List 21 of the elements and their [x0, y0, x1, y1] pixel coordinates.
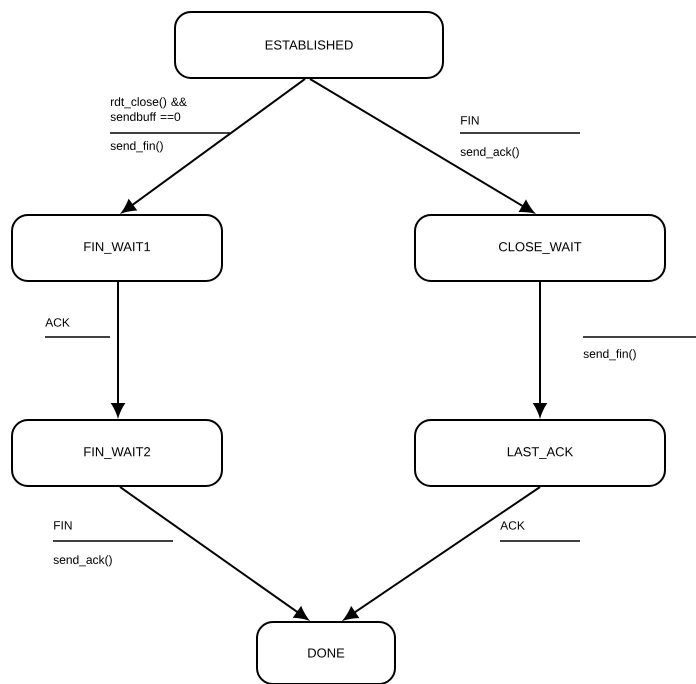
action-label: send_fin(): [110, 141, 163, 152]
state-box: FIN_WAIT1: [11, 214, 223, 282]
state-box: FIN_WAIT2: [11, 419, 223, 487]
edge-label: FIN: [54, 521, 72, 530]
state-box: LAST_ACK: [414, 419, 666, 487]
arrow: [119, 486, 308, 620]
edge-label: ACK: [45, 318, 70, 327]
state-box: ESTABLISHED: [174, 11, 444, 79]
action-label: send_ack(): [460, 147, 519, 158]
arrow: [310, 78, 534, 214]
action-label: send_fin(): [584, 349, 636, 360]
edge-label: ACK: [500, 521, 525, 530]
state-box: DONE: [256, 621, 396, 684]
edge-label: FIN: [461, 116, 479, 124]
arrow: [122, 78, 306, 214]
arrow: [344, 486, 541, 620]
arrow: [533, 282, 547, 417]
edge-label: rdt_close() && sendbuff ==0: [110, 97, 187, 121]
state-box: CLOSE_WAIT: [414, 214, 666, 282]
arrow: [111, 282, 125, 417]
action-label: send_ack(): [54, 555, 112, 566]
